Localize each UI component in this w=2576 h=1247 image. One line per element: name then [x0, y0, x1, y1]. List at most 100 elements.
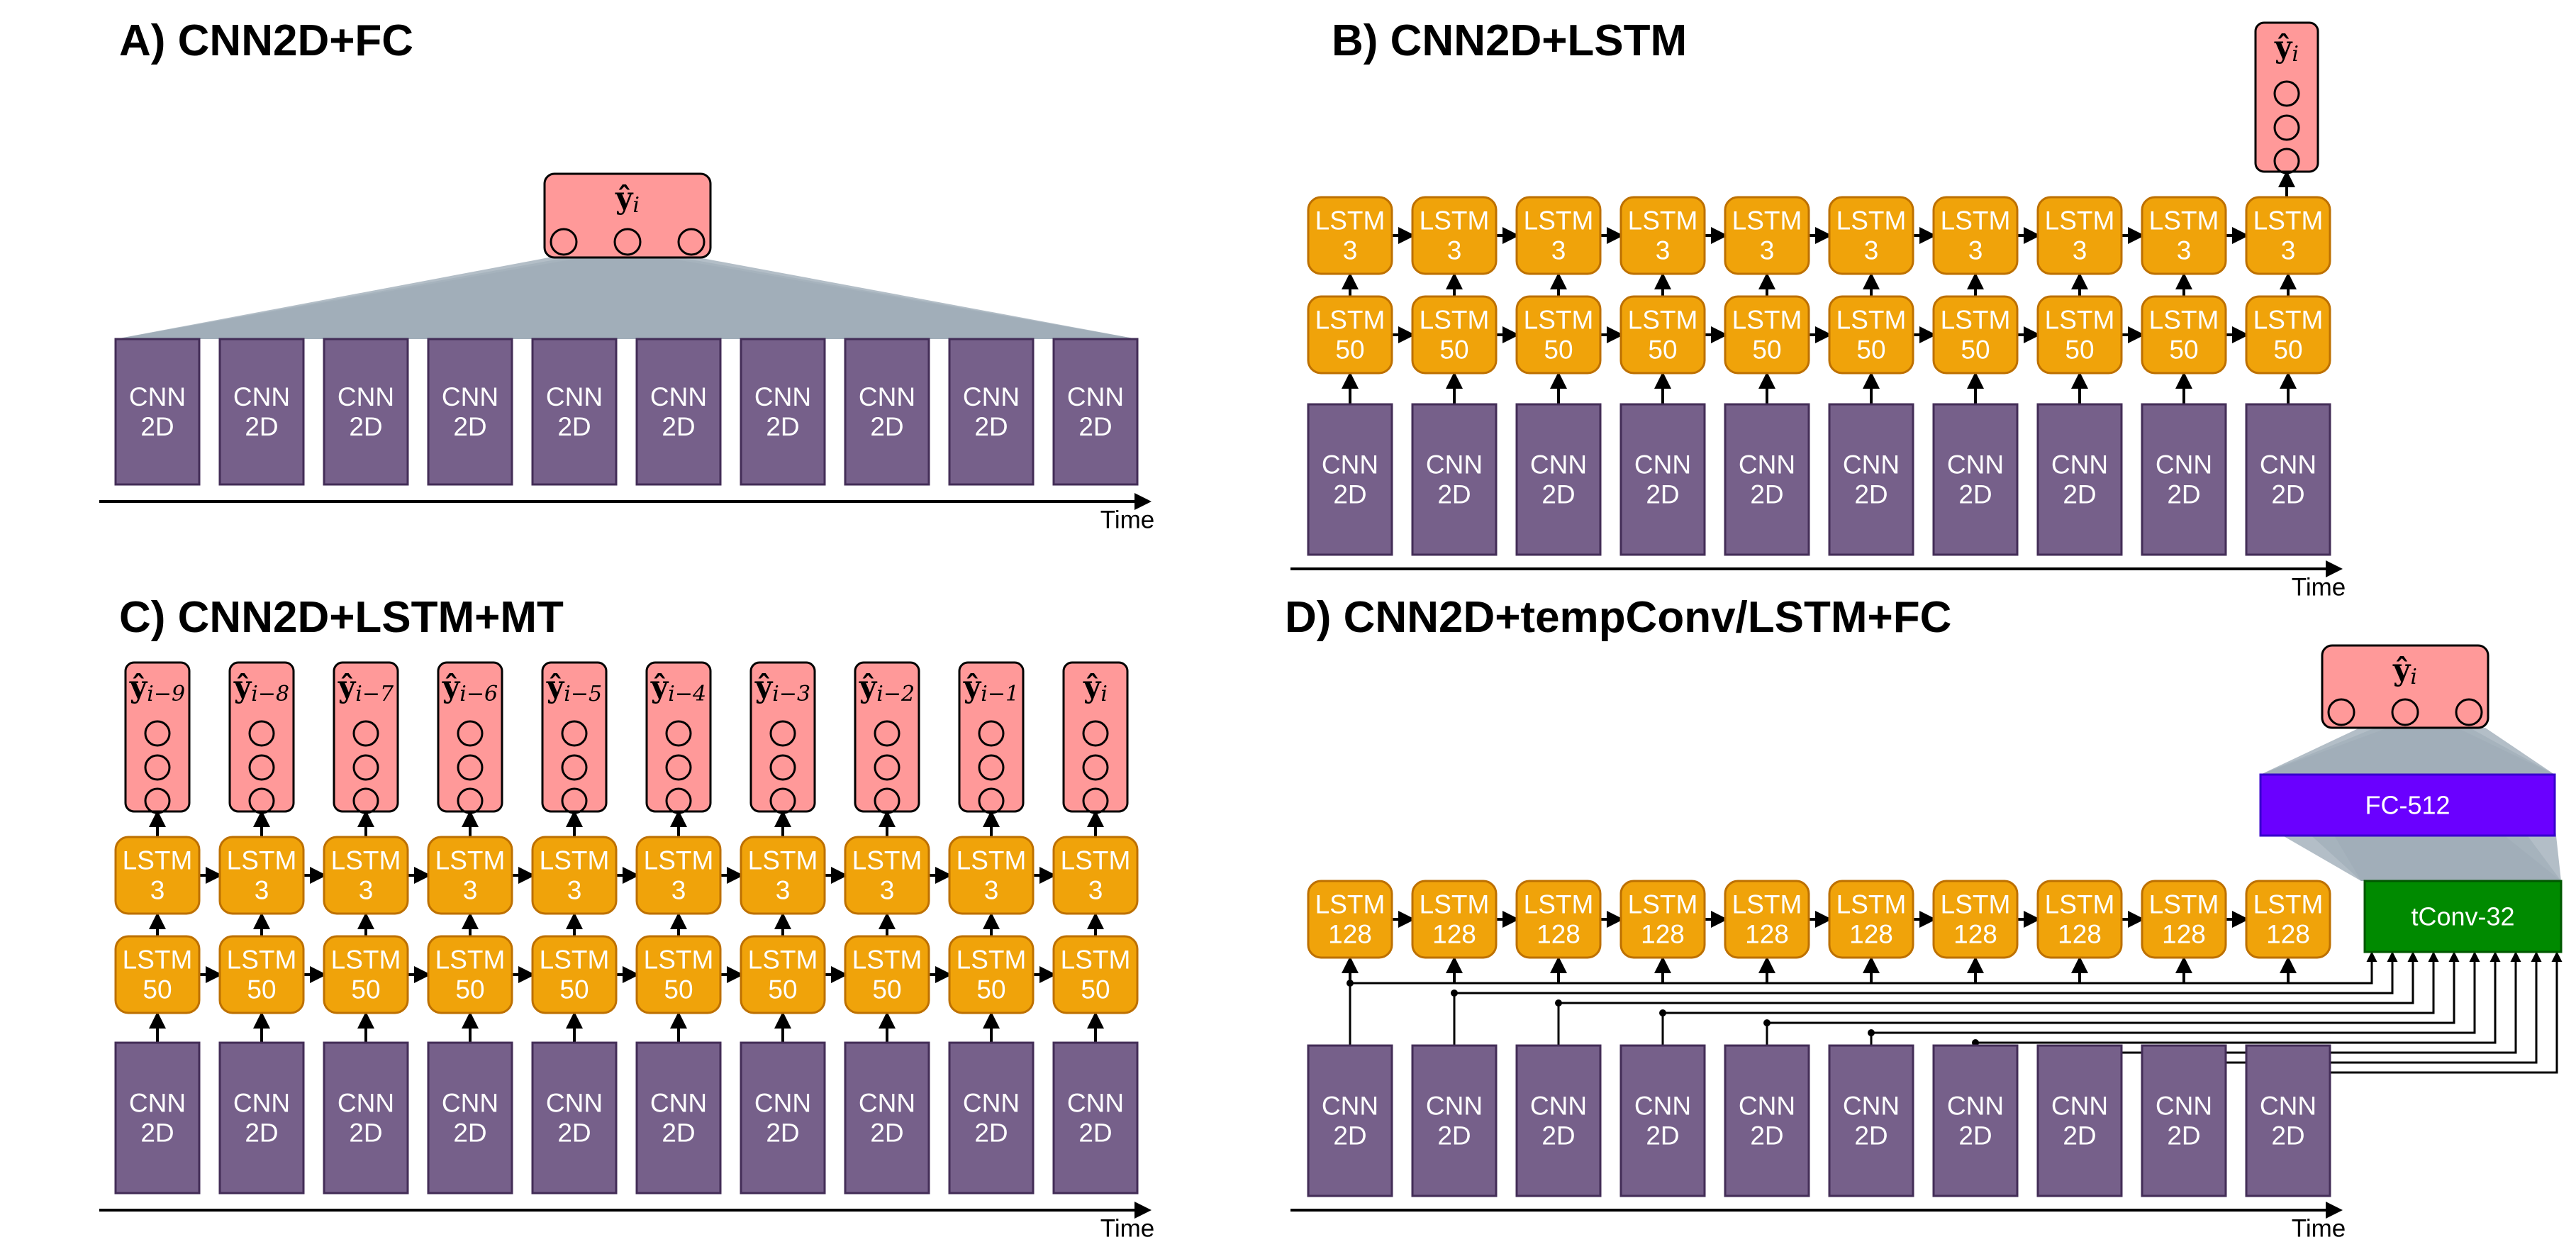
cnn-block-label: 2D — [1854, 480, 1888, 509]
lstm-50-block-rect — [948, 935, 1035, 1014]
lstm-128-block-rect — [1724, 880, 1810, 959]
cnn-block-label: CNN — [1634, 450, 1691, 480]
cnn-block-rect — [2036, 403, 2123, 556]
output-layer-rect — [333, 661, 399, 813]
cnn-block-label: CNN — [129, 382, 186, 411]
cnn-block-rect — [531, 338, 618, 486]
panel-a-fan — [116, 257, 1137, 339]
output-node-icon — [550, 228, 578, 256]
cnn-block-rect — [1307, 403, 1393, 556]
cnn-block-label: 2D — [1078, 412, 1112, 441]
lstm-3-block-label: 3 — [567, 876, 582, 905]
lstm-3-block-label: LSTM — [331, 846, 401, 875]
cnn-block-label: 2D — [1854, 1121, 1888, 1151]
output-layer-rect — [2321, 644, 2489, 729]
cnn-block-label: CNN — [754, 382, 811, 411]
lstm-50-block-label: LSTM — [123, 946, 193, 975]
panel-a-fan-layer — [116, 257, 1137, 339]
cnn-block-label: 2D — [1078, 1119, 1112, 1148]
lstm-3-block-rect — [1052, 836, 1139, 915]
cnn-block-label: CNN — [650, 382, 707, 411]
fc-layer-label: FC-512 — [2365, 791, 2450, 820]
cnn-block-label: 2D — [2271, 1121, 2304, 1151]
lstm-50-block-rect — [114, 935, 201, 1014]
lstm-3-block-rect — [740, 836, 826, 915]
lstm-50-block-rect — [1411, 295, 1498, 375]
output-layer-rect — [2254, 21, 2319, 173]
lstm-128-block-label: LSTM — [1941, 890, 2011, 919]
lstm-3-block-label: LSTM — [2045, 206, 2115, 235]
cnn-block-rect — [2036, 1044, 2123, 1197]
cnn-block-rect — [740, 338, 826, 486]
cnn-block-rect — [740, 1041, 826, 1195]
panel-d-fan-bottom-layer — [2297, 823, 2561, 881]
output-layer-rect — [1062, 661, 1129, 813]
lstm-3-block-label: 3 — [984, 876, 999, 905]
cnn-block-label: 2D — [1333, 480, 1366, 509]
lstm-3-block-label: LSTM — [1061, 846, 1131, 875]
cnn-block-label: CNN — [129, 1089, 186, 1118]
cnn-block-label: 2D — [870, 1119, 903, 1148]
junction-dot — [1763, 1019, 1771, 1026]
output-layer-rect — [749, 661, 816, 813]
lstm-3-block-label: LSTM — [227, 846, 297, 875]
output-layer-rect — [228, 661, 295, 813]
lstm-50-block-label: 50 — [1439, 336, 1468, 365]
lstm-128-block-label: LSTM — [2149, 890, 2219, 919]
lstm-50-block-rect — [1307, 295, 1393, 375]
cnn-block-label: CNN — [2260, 450, 2316, 480]
cnn-block-label: CNN — [1947, 1092, 2004, 1121]
output-node-icon — [978, 787, 1005, 814]
cnn-block-label: CNN — [1739, 450, 1795, 480]
lstm-50-block-label: LSTM — [1420, 306, 1490, 335]
cnn-block-rect — [218, 338, 305, 486]
cnn-block-label: 2D — [1541, 480, 1575, 509]
lstm-3-block-label: 3 — [880, 876, 895, 905]
lstm-50-block-label: LSTM — [1836, 306, 1907, 335]
cnn-block-rect — [427, 338, 513, 486]
cnn-block: CNN2D — [1515, 403, 1602, 556]
lstm-50-block-rect — [218, 935, 305, 1014]
lstm-3-block-rect — [218, 836, 305, 915]
cnn-block-label: 2D — [1437, 1121, 1471, 1151]
output-node-icon — [144, 787, 171, 814]
cnn-block: CNN2D — [218, 338, 305, 486]
output-layer-rect — [645, 661, 712, 813]
lstm-128-block-rect — [2141, 880, 2227, 959]
cnn-block-label: 2D — [662, 412, 695, 441]
panel-b-time-label: Time — [2292, 574, 2346, 602]
cnn-block: CNN2D — [2245, 1044, 2331, 1197]
cnn-block: CNN2D — [1828, 403, 1914, 556]
lstm-50-block-label: 50 — [455, 975, 484, 1004]
lstm-3-block-label: 3 — [2281, 236, 2296, 265]
lstm-3-block-rect — [1932, 196, 2019, 275]
junction-dot — [1868, 1029, 1875, 1036]
panel-d-fan-bottom — [2260, 823, 2561, 881]
output-node-icon — [2327, 698, 2355, 726]
lstm-3-block-label: LSTM — [435, 846, 506, 875]
output-node-icon — [561, 754, 588, 781]
output-layer: ŷi — [2254, 21, 2319, 174]
skip-connection-line — [1557, 968, 2414, 1046]
cnn-block-label: CNN — [859, 382, 915, 411]
cnn-block-rect — [1515, 403, 1602, 556]
lstm-3-block-rect — [1411, 196, 1498, 275]
lstm-50-block-rect — [531, 935, 618, 1014]
cnn-block-label: 2D — [1750, 1121, 1783, 1151]
cnn-block-label: 2D — [870, 412, 903, 441]
cnn-block-label: 2D — [349, 412, 382, 441]
panel-a-fan-layer — [116, 257, 1137, 339]
lstm-50-block-label: LSTM — [748, 946, 818, 975]
lstm-50-block-rect — [1052, 935, 1139, 1014]
lstm-50-block-label: LSTM — [2253, 306, 2324, 335]
